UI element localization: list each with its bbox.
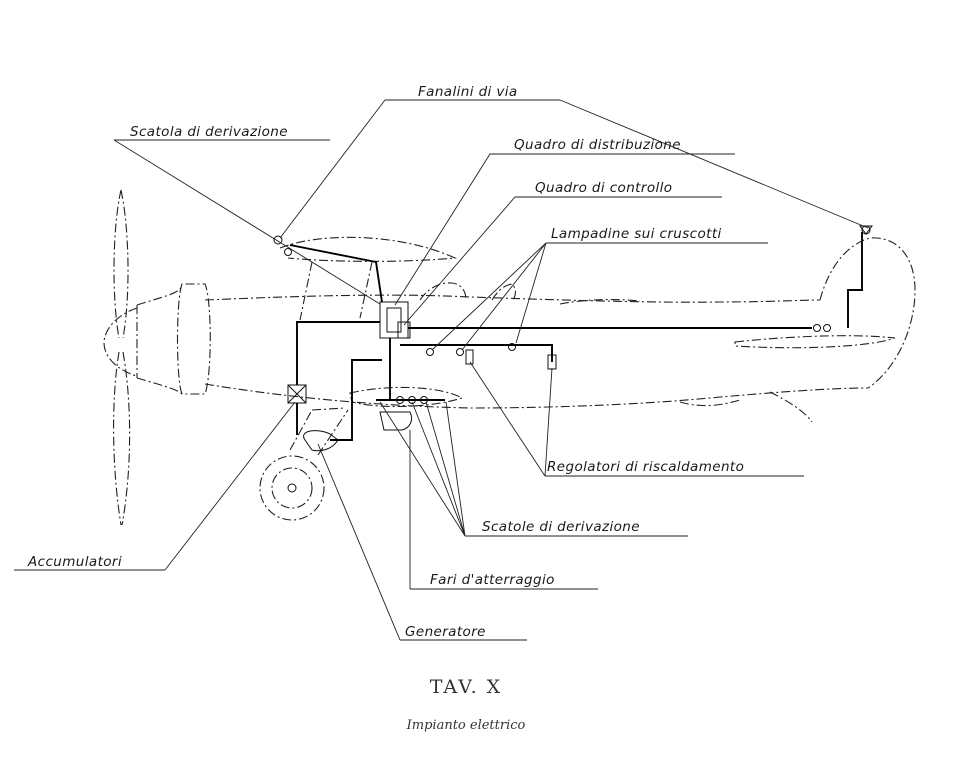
label-fari-d-atterraggio: Fari d'atterraggio bbox=[430, 572, 555, 588]
propeller-lower-blade bbox=[113, 351, 131, 526]
caption-title: TAV. X bbox=[430, 676, 502, 698]
control-panel bbox=[397, 321, 411, 339]
battery-cross bbox=[287, 384, 307, 404]
leader-quadro-controllo bbox=[403, 196, 532, 326]
spinner bbox=[103, 307, 138, 377]
leader-scatole bbox=[379, 401, 466, 537]
tail-skid bbox=[679, 391, 813, 423]
junction-box-c bbox=[420, 396, 428, 404]
labels: Fanalini di via Scatola di derivazione Q… bbox=[14, 84, 804, 641]
propeller-upper-blade bbox=[113, 189, 129, 339]
windshield bbox=[491, 283, 516, 303]
vertical-fin bbox=[819, 237, 916, 389]
tail-light-bulb-a bbox=[813, 324, 821, 332]
label-regolatori-di-riscaldamento: Regolatori di riscaldamento bbox=[547, 459, 744, 475]
tail-riser-wire bbox=[847, 232, 863, 328]
label-accumulatori: Accumulatori bbox=[27, 554, 122, 570]
wing-light-wire bbox=[289, 244, 383, 303]
fuselage-lower-line bbox=[204, 383, 869, 409]
label-quadro-di-controllo: Quadro di controllo bbox=[535, 180, 672, 196]
upper-wing bbox=[279, 236, 458, 262]
label-generatore: Generatore bbox=[405, 624, 486, 640]
lower-wing bbox=[349, 386, 464, 408]
leader-fanalini bbox=[279, 99, 869, 239]
leader-lampadine bbox=[431, 242, 547, 351]
landing-lights bbox=[379, 411, 413, 431]
dashboard-lamp-c bbox=[508, 343, 516, 351]
label-scatola-di-derivazione: Scatola di derivazione bbox=[130, 124, 288, 140]
instrument-bus-wire bbox=[400, 344, 553, 362]
cockpit-fairing bbox=[559, 299, 641, 305]
tail-light-bulb-b bbox=[823, 324, 831, 332]
dashboard-lamp-b bbox=[456, 348, 464, 356]
landing-gear-strut bbox=[289, 407, 349, 456]
label-lampadine-sui-cruscotti: Lampadine sui cruscotti bbox=[551, 226, 722, 242]
leader-regolatori bbox=[469, 361, 553, 477]
label-fanalini-di-via: Fanalini di via bbox=[418, 84, 518, 100]
wing-light-b bbox=[284, 248, 292, 256]
leader-lines bbox=[113, 99, 869, 641]
dashboard-lamp-a bbox=[426, 348, 434, 356]
label-scatole-di-derivazione: Scatole di derivazione bbox=[482, 519, 640, 535]
cowling-ring bbox=[176, 283, 211, 395]
distribution-panel-inner bbox=[386, 307, 402, 333]
landing-wheel-hub bbox=[287, 483, 297, 493]
generator-wire bbox=[330, 359, 382, 441]
aircraft-outline bbox=[103, 189, 916, 526]
leader-scatola bbox=[113, 139, 381, 305]
leader-accumulatori bbox=[164, 401, 296, 571]
caption: TAV. X Impianto elettrico bbox=[406, 676, 526, 733]
engine-cowling bbox=[136, 285, 183, 395]
junction-box-b bbox=[408, 396, 416, 404]
caption-subtitle: Impianto elettrico bbox=[406, 718, 526, 733]
distribution-panel bbox=[379, 301, 409, 339]
battery-wire bbox=[296, 321, 380, 385]
wing-light-a bbox=[273, 235, 283, 245]
junction-box-a bbox=[396, 396, 404, 404]
electrical-wiring bbox=[273, 225, 873, 452]
label-quadro-di-distribuzione: Quadro di distribuzione bbox=[514, 137, 681, 153]
fuselage-upper-line bbox=[204, 294, 821, 303]
canopy bbox=[419, 282, 467, 301]
leader-quadro-distribuzione bbox=[394, 153, 512, 306]
heating-regulator-a bbox=[465, 349, 474, 365]
leader-generatore bbox=[317, 443, 401, 641]
horizontal-stabilizer bbox=[734, 335, 896, 349]
wing-strut-front bbox=[299, 261, 313, 321]
landing-wheel-outer bbox=[259, 455, 325, 521]
landing-wheel-inner bbox=[271, 467, 313, 509]
tail-navigation-mast bbox=[859, 225, 873, 235]
wing-strut-rear bbox=[359, 261, 373, 319]
